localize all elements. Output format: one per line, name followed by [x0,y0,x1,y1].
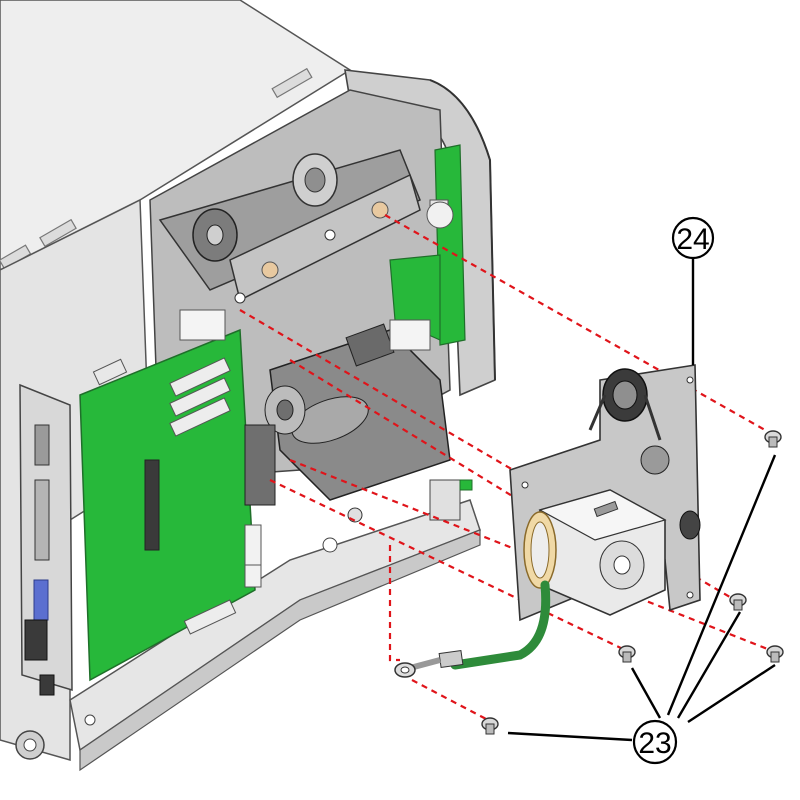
callout-leader-23 [687,663,776,724]
leader-line [388,545,400,662]
screw [618,645,636,663]
leader-line [384,214,766,431]
callout-label-23: 23 [638,727,671,760]
callout-leader-23 [676,611,742,719]
screws [481,430,784,735]
callout-leader-23 [630,667,662,719]
io-panel [19,383,73,696]
top-cover [0,0,352,271]
callout-24: 24 [671,216,715,260]
hinge-strip [0,67,313,270]
motor-bracket-assembly [509,364,701,622]
print-mechanism [158,149,473,523]
callout-leader-23 [507,731,633,742]
screw [764,430,782,448]
screw [729,593,747,611]
callout-label-24: 24 [676,223,709,256]
ground-cable [394,580,551,678]
leader-line [411,679,489,721]
callout-leader-23 [666,454,777,716]
main-circuit-board [79,328,262,682]
callout-leaders [507,258,777,742]
callout-23: 23 [632,719,678,765]
screw [766,645,784,663]
screw [481,717,499,735]
